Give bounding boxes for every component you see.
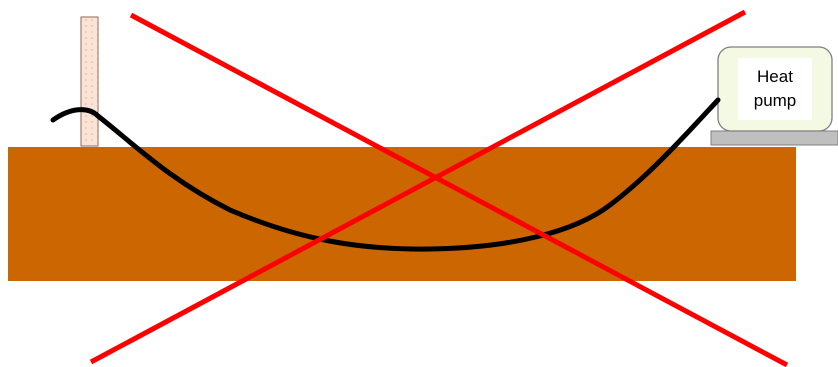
heat-pump-label-line2: pump (754, 91, 797, 110)
pump-slab (711, 131, 838, 145)
ground-block (8, 147, 796, 281)
heat-pump-unit: Heat pump (718, 47, 832, 131)
post (81, 17, 98, 146)
heat-pump-label-line1: Heat (757, 67, 793, 86)
